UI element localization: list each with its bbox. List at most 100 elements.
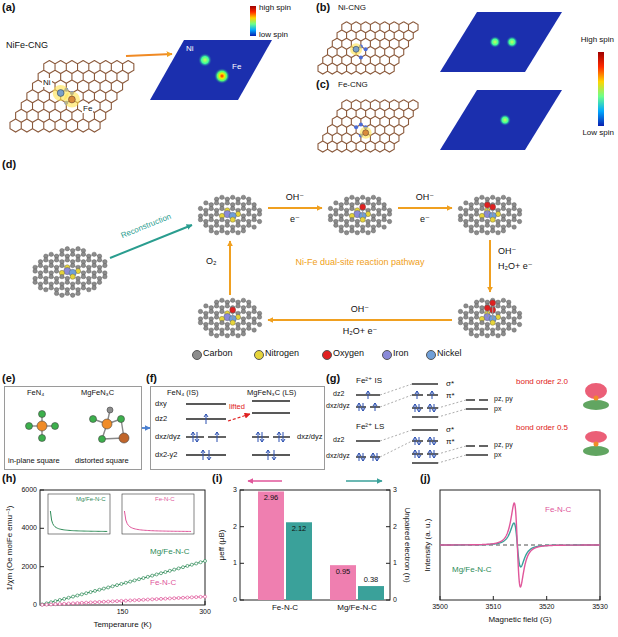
atom <box>65 291 69 295</box>
atom <box>230 206 234 210</box>
illustration-part <box>361 458 365 461</box>
colorbar-label: High spin <box>581 35 614 44</box>
orbital-label: σ* <box>446 379 454 388</box>
legend-label: Oxygen <box>333 348 364 358</box>
panel-letter: (i) <box>212 472 222 485</box>
reaction-arrow <box>268 207 322 209</box>
atom <box>241 298 245 302</box>
atom <box>209 217 213 221</box>
reaction-arrow <box>268 319 452 321</box>
data-point <box>164 571 167 574</box>
energy-level <box>466 408 488 409</box>
data-point <box>111 585 114 588</box>
atom-label: Ni <box>42 78 52 87</box>
illustration-part <box>201 450 205 453</box>
bar-value: 2.12 <box>292 525 307 534</box>
data-point <box>41 603 44 606</box>
atom <box>382 206 386 210</box>
atom <box>241 229 245 233</box>
illustration-part <box>274 450 275 460</box>
data-point <box>182 566 185 569</box>
molecule-structure <box>33 247 107 298</box>
energy-level <box>412 429 438 430</box>
illustration-part <box>357 453 361 456</box>
tick-label: 4000 <box>21 524 37 532</box>
electron-arrow <box>430 391 434 399</box>
atom <box>469 229 473 233</box>
legend-label: Iron <box>393 348 409 358</box>
data-point <box>124 599 127 602</box>
atom <box>204 315 208 319</box>
orbital-label: dx2-y2 <box>155 451 178 460</box>
energy-level <box>412 440 423 441</box>
electron-arrow <box>201 450 205 460</box>
structure-heading: MgFeN₃C <box>81 389 114 398</box>
reaction-arrow <box>398 207 452 209</box>
atom <box>49 286 53 290</box>
tick-mark <box>386 490 390 491</box>
graphene-lattice <box>318 100 418 152</box>
atom <box>469 206 473 210</box>
energy-level <box>252 400 290 401</box>
orbital-label: dxz/dyz <box>326 402 350 410</box>
illustration-part <box>415 391 419 394</box>
tick-label: 1 <box>393 559 397 567</box>
illustration-part <box>272 457 276 460</box>
product-label: O₂ <box>206 256 217 266</box>
atom <box>469 309 473 313</box>
atom <box>38 286 42 290</box>
spin-isosurface <box>350 43 362 55</box>
data-line <box>42 597 205 605</box>
illustration-part <box>432 409 436 412</box>
electron-arrow <box>413 437 417 445</box>
electron-arrow <box>371 453 375 461</box>
energy-level <box>427 453 438 454</box>
electron-arrow <box>357 453 361 461</box>
atom <box>214 223 218 227</box>
nitrogen-atom <box>364 47 368 51</box>
atom <box>236 201 240 205</box>
panel-letter: (c) <box>316 78 329 91</box>
atom <box>198 217 202 221</box>
illustration-part <box>204 414 208 417</box>
atom <box>44 287 48 291</box>
tick-mark <box>546 596 547 600</box>
illustration-part <box>279 432 280 442</box>
spin-spot <box>489 36 501 48</box>
atom <box>377 223 381 227</box>
figure-panel-box: FeN₄ (IS)MgFeN₃C (LS)dxydz2dxz/dyzdx2-y2… <box>150 386 325 470</box>
atom <box>517 219 521 223</box>
atom <box>252 328 256 332</box>
electron-arrow <box>366 391 370 399</box>
atom <box>485 326 489 330</box>
data-point <box>72 602 75 605</box>
spin-isosurface <box>64 92 80 108</box>
atom <box>209 206 213 210</box>
atom <box>204 223 208 227</box>
atom <box>464 315 468 319</box>
atom <box>247 223 251 227</box>
data-point <box>67 602 70 605</box>
tick-label: 2000 <box>21 563 37 571</box>
axis-title: Magnetic field (G) <box>488 615 551 624</box>
data-point <box>102 600 105 603</box>
electron-arrow <box>417 404 421 412</box>
illustration-part <box>428 404 432 407</box>
atom <box>204 326 208 330</box>
pointer-arrow <box>126 54 172 56</box>
illustration-part <box>428 437 432 440</box>
atom <box>225 333 229 337</box>
data-point <box>168 569 171 572</box>
panel-letter: (a) <box>2 1 15 14</box>
atom <box>474 212 478 216</box>
data-point <box>54 603 57 606</box>
tick-mark <box>386 526 390 527</box>
atom <box>97 280 101 284</box>
tick-mark <box>40 528 44 529</box>
atom <box>496 223 500 227</box>
illustration-part <box>266 450 270 453</box>
atom <box>102 419 112 429</box>
data-point <box>146 575 149 578</box>
panel-letter: (g) <box>326 372 340 385</box>
atom <box>70 293 74 297</box>
